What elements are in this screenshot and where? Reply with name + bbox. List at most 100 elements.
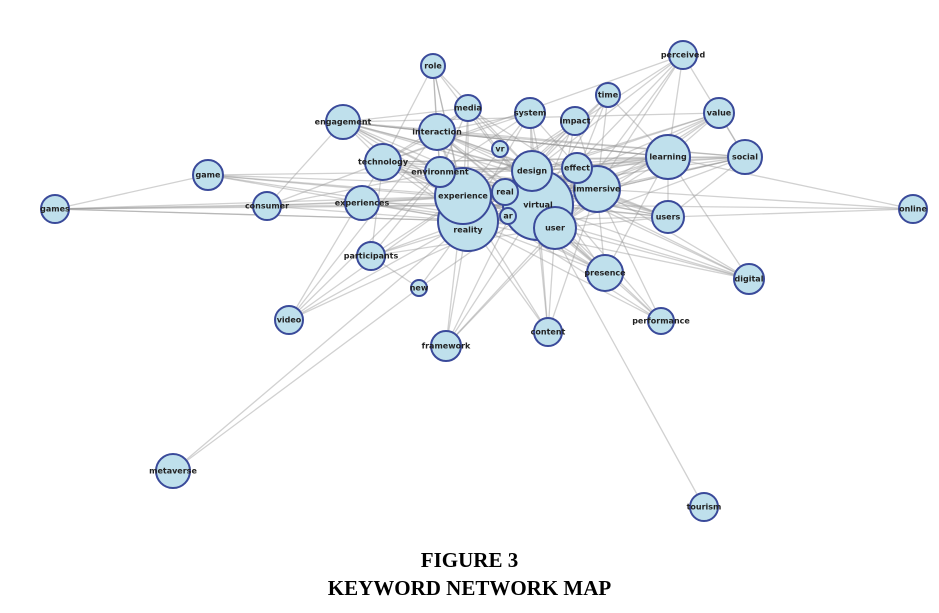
node-learning[interactable] <box>645 134 691 180</box>
node-social[interactable] <box>727 139 763 175</box>
node-time[interactable] <box>595 82 621 108</box>
edge-immersive-content <box>547 188 598 333</box>
node-label: consumer <box>245 202 289 211</box>
node-technology[interactable] <box>364 143 402 181</box>
node-value[interactable] <box>703 97 735 129</box>
edge-reality-metaverse <box>172 220 469 472</box>
node-label: system <box>514 109 546 118</box>
node-label: users <box>656 213 681 222</box>
node-label: metaverse <box>149 467 197 476</box>
node-label: technology <box>358 158 409 167</box>
node-engagement[interactable] <box>325 104 361 140</box>
node-experiences[interactable] <box>344 185 380 221</box>
node-effect[interactable] <box>561 152 593 184</box>
node-participants[interactable] <box>356 241 386 271</box>
keyword-network: roleperceivedtimemediasystemimpactvaluee… <box>40 40 928 522</box>
figure-label: FIGURE 3 <box>420 548 519 572</box>
node-label: learning <box>649 153 687 162</box>
edge-immersive-perceived <box>596 54 684 190</box>
edge-interaction-video <box>288 131 438 321</box>
edge-environment-participants <box>370 171 441 257</box>
node-framework[interactable] <box>430 330 462 362</box>
edge-design-technology <box>382 161 533 172</box>
node-label: presence <box>584 269 626 278</box>
node-label: value <box>707 109 732 118</box>
edge-experience-game <box>207 174 464 197</box>
edge-user-digital <box>554 227 750 280</box>
node-real[interactable] <box>491 178 519 206</box>
node-label: real <box>496 188 514 197</box>
node-performance[interactable] <box>647 307 675 335</box>
node-game[interactable] <box>192 159 224 191</box>
node-label: role <box>424 62 442 71</box>
node-label: online <box>899 205 927 214</box>
node-label: experience <box>438 192 488 201</box>
node-label: reality <box>453 226 483 235</box>
edge-technology-system <box>382 112 531 163</box>
edge-user-framework <box>445 227 556 347</box>
edge-interaction-social <box>436 131 746 158</box>
node-environment[interactable] <box>424 156 456 188</box>
node-label: games <box>40 205 70 214</box>
node-label: time <box>598 91 619 100</box>
node-label: participants <box>344 252 399 261</box>
node-label: social <box>732 153 758 162</box>
node-games[interactable] <box>40 194 70 224</box>
node-consumer[interactable] <box>252 191 282 221</box>
edge-immersive-digital <box>596 188 750 280</box>
node-label: perceived <box>661 51 706 60</box>
node-label: game <box>196 171 221 180</box>
node-label: new <box>410 284 429 293</box>
node-presence[interactable] <box>586 254 624 292</box>
node-label: engagement <box>315 118 372 127</box>
edge-engagement-consumer <box>266 121 344 207</box>
node-label: performance <box>632 317 690 326</box>
edge-learning-engagement <box>342 121 669 158</box>
edge-environment-learning <box>439 156 669 173</box>
node-new[interactable] <box>410 279 428 297</box>
node-label: digital <box>735 275 764 284</box>
node-design[interactable] <box>511 150 553 192</box>
node-label: video <box>277 316 302 325</box>
node-interaction[interactable] <box>418 113 456 151</box>
edge-design-role <box>432 65 533 172</box>
edge-engagement-media <box>342 107 469 123</box>
node-video[interactable] <box>274 305 304 335</box>
edge-environment-game <box>207 171 441 176</box>
node-impact[interactable] <box>560 106 590 136</box>
node-ar[interactable] <box>499 207 517 225</box>
node-label: content <box>531 328 566 337</box>
node-label: user <box>545 224 565 233</box>
node-label: ar <box>503 212 512 221</box>
node-vr[interactable] <box>491 140 509 158</box>
edge-interaction-learning <box>436 131 669 158</box>
node-metaverse[interactable] <box>155 453 191 489</box>
node-online[interactable] <box>898 194 928 224</box>
node-user[interactable] <box>533 206 577 250</box>
node-label: vr <box>495 145 504 154</box>
node-perceived[interactable] <box>668 40 698 70</box>
edge-user-value <box>554 112 720 229</box>
node-label: environment <box>411 168 469 177</box>
node-label: interaction <box>412 128 462 137</box>
label-layer: roleperceivedtimemediasystemimpactvaluee… <box>40 51 927 512</box>
node-media[interactable] <box>454 94 482 122</box>
node-tourism[interactable] <box>689 492 719 522</box>
edge-reality-game <box>207 174 469 222</box>
node-label: tourism <box>687 503 722 512</box>
node-users[interactable] <box>651 200 685 234</box>
node-label: design <box>517 167 547 176</box>
edge-new-metaverse <box>172 287 420 472</box>
edge-virtual-tourism <box>537 204 705 508</box>
node-digital[interactable] <box>733 263 765 295</box>
edge-immersive-online <box>596 188 914 210</box>
node-system[interactable] <box>514 97 546 129</box>
node-content[interactable] <box>533 317 563 347</box>
edge-engagement-learning <box>342 121 669 158</box>
node-role[interactable] <box>420 53 446 79</box>
edge-technology-consumer <box>266 161 384 207</box>
edge-online-users <box>667 208 914 218</box>
figure-title: KEYWORD NETWORK MAP <box>327 576 612 600</box>
node-label: impact <box>560 117 591 126</box>
node-label: experiences <box>335 199 390 208</box>
